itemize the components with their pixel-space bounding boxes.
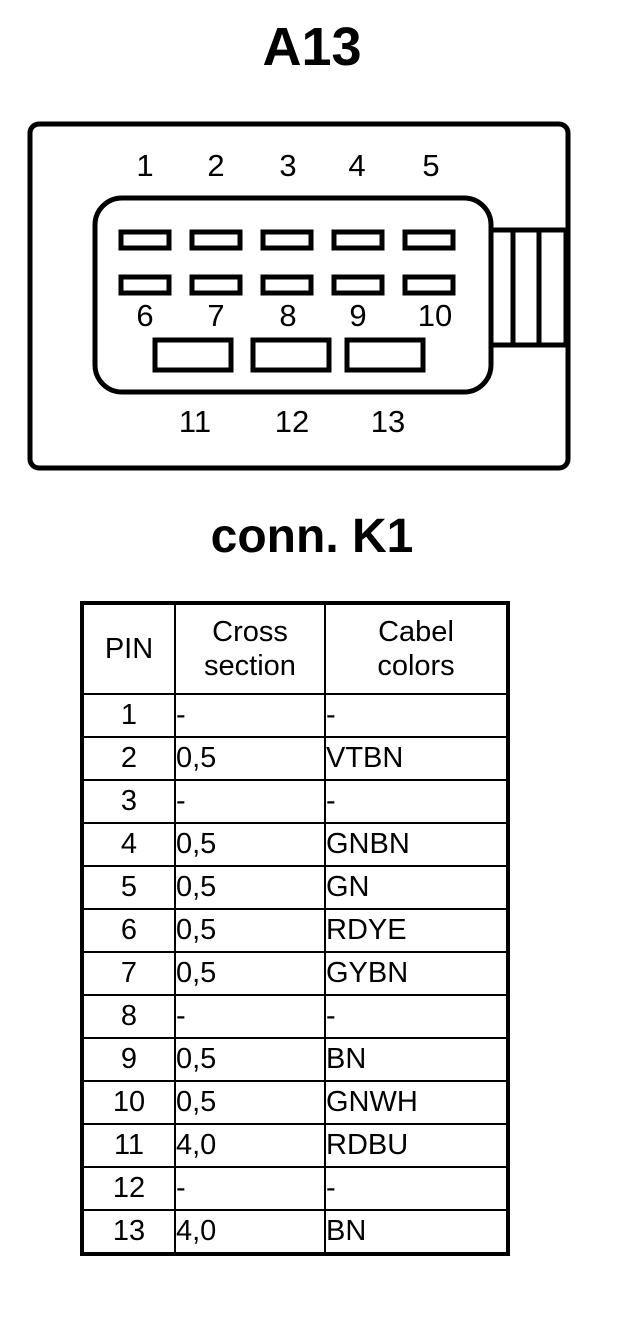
pin-assignment-table: PIN Cross section Cabel colors 1 - - 2	[80, 601, 510, 1256]
column-header-cabel-colors-line2: colors	[377, 650, 455, 682]
pin-slot-1	[118, 229, 172, 251]
cell-pin: 12	[82, 1166, 176, 1211]
cell-cross-section: 0,5	[174, 951, 326, 996]
pin-number-label-6: 6	[136, 298, 153, 333]
cell-cabel-colors: -	[324, 994, 508, 1039]
cell-cabel-colors: BN	[324, 1209, 508, 1254]
pin-slot-9	[331, 274, 385, 296]
column-header-cabel-colors-line1: Cabel	[378, 616, 454, 648]
pin-slot-11	[152, 337, 234, 373]
column-header-cross-section-line1: Cross	[212, 616, 288, 648]
cell-pin: 10	[82, 1080, 176, 1125]
cell-cabel-colors: BN	[324, 1037, 508, 1082]
cell-cross-section: 0,5	[174, 865, 326, 910]
connector-latch-block	[483, 227, 569, 348]
table-row: 8 - -	[82, 994, 508, 1039]
cell-pin: 5	[82, 865, 176, 910]
page-title: A13	[262, 17, 362, 77]
pin-number-label-11: 11	[179, 404, 211, 439]
column-header-cross-section-line2: section	[204, 650, 296, 682]
column-header-pin-text: PIN	[104, 633, 154, 665]
pin-slot-6	[118, 274, 172, 296]
cell-cross-section: -	[174, 693, 326, 738]
pin-slot-3	[260, 229, 314, 251]
connector-svg: 1 2 3 4 5 6 7 8 9 10 11 12 13	[27, 121, 571, 471]
cell-cabel-colors: GYBN	[324, 951, 508, 996]
cell-pin: 7	[82, 951, 176, 996]
pin-slot-row-bottom	[152, 337, 426, 373]
cell-cabel-colors: GNBN	[324, 822, 508, 867]
pin-number-label-5: 5	[422, 148, 439, 183]
pin-number-label-2: 2	[207, 148, 224, 183]
pin-assignment-table-container: PIN Cross section Cabel colors 1 - - 2	[80, 601, 510, 1256]
cell-pin: 11	[82, 1123, 176, 1168]
column-header-pin: PIN	[82, 603, 176, 695]
pin-number-label-12: 12	[275, 404, 309, 439]
pin-slot-7	[189, 274, 243, 296]
table-row: 13 4,0 BN	[82, 1209, 508, 1254]
cell-cabel-colors: VTBN	[324, 736, 508, 781]
table-row: 11 4,0 RDBU	[82, 1123, 508, 1168]
cell-cross-section: -	[174, 779, 326, 824]
pin-slot-8	[260, 274, 314, 296]
table-row: 5 0,5 GN	[82, 865, 508, 910]
cell-cabel-colors: -	[324, 779, 508, 824]
cell-cabel-colors: RDBU	[324, 1123, 508, 1168]
pin-slot-13	[344, 337, 426, 373]
table-row: 6 0,5 RDYE	[82, 908, 508, 953]
pin-number-label-10: 10	[418, 298, 452, 333]
cell-pin: 13	[82, 1209, 176, 1254]
cell-cabel-colors: RDYE	[324, 908, 508, 953]
pin-number-label-3: 3	[279, 148, 296, 183]
cell-cross-section: 4,0	[174, 1123, 326, 1168]
pin-slot-2	[189, 229, 243, 251]
pin-number-label-8: 8	[279, 298, 296, 333]
cell-cabel-colors: -	[324, 693, 508, 738]
connector-name-title: conn. K1	[210, 510, 414, 563]
pin-slot-4	[331, 229, 385, 251]
table-row: 1 - -	[82, 693, 508, 738]
pin-number-label-4: 4	[348, 148, 365, 183]
pin-slot-5	[402, 229, 456, 251]
cell-pin: 9	[82, 1037, 176, 1082]
table-row: 3 - -	[82, 779, 508, 824]
cell-pin: 4	[82, 822, 176, 867]
column-header-cross-section: Cross section	[174, 603, 326, 695]
pin-slot-row-middle	[118, 274, 456, 296]
cell-pin: 2	[82, 736, 176, 781]
cell-pin: 1	[82, 693, 176, 738]
pin-number-label-9: 9	[349, 298, 366, 333]
cell-cross-section: 0,5	[174, 908, 326, 953]
cell-pin: 3	[82, 779, 176, 824]
table-row: 12 - -	[82, 1166, 508, 1211]
cell-cabel-colors: GN	[324, 865, 508, 910]
pin-slot-10	[402, 274, 456, 296]
table-row: 4 0,5 GNBN	[82, 822, 508, 867]
pin-slot-row-top	[118, 229, 456, 251]
pin-number-label-1: 1	[136, 148, 153, 183]
pin-number-label-7: 7	[207, 298, 224, 333]
connector-diagram: 1 2 3 4 5 6 7 8 9 10 11 12 13	[0, 110, 624, 480]
table-header-row: PIN Cross section Cabel colors	[82, 603, 508, 695]
cell-cabel-colors: -	[324, 1166, 508, 1211]
table-row: 10 0,5 GNWH	[82, 1080, 508, 1125]
cell-cross-section: 0,5	[174, 822, 326, 867]
pin-slot-12	[250, 337, 332, 373]
cell-cross-section: 0,5	[174, 1080, 326, 1125]
table-body: 1 - - 2 0,5 VTBN 3 - - 4 0,5 GNBN 5 0,5	[82, 693, 508, 1254]
cell-cross-section: -	[174, 1166, 326, 1211]
cell-pin: 6	[82, 908, 176, 953]
cell-pin: 8	[82, 994, 176, 1039]
table-row: 9 0,5 BN	[82, 1037, 508, 1082]
pin-number-label-13: 13	[371, 404, 405, 439]
cell-cabel-colors: GNWH	[324, 1080, 508, 1125]
cell-cross-section: 0,5	[174, 736, 326, 781]
table-row: 2 0,5 VTBN	[82, 736, 508, 781]
table-row: 7 0,5 GYBN	[82, 951, 508, 996]
table-header: PIN Cross section Cabel colors	[82, 603, 508, 695]
cell-cross-section: 0,5	[174, 1037, 326, 1082]
cell-cross-section: -	[174, 994, 326, 1039]
cell-cross-section: 4,0	[174, 1209, 326, 1254]
column-header-cabel-colors: Cabel colors	[324, 603, 508, 695]
